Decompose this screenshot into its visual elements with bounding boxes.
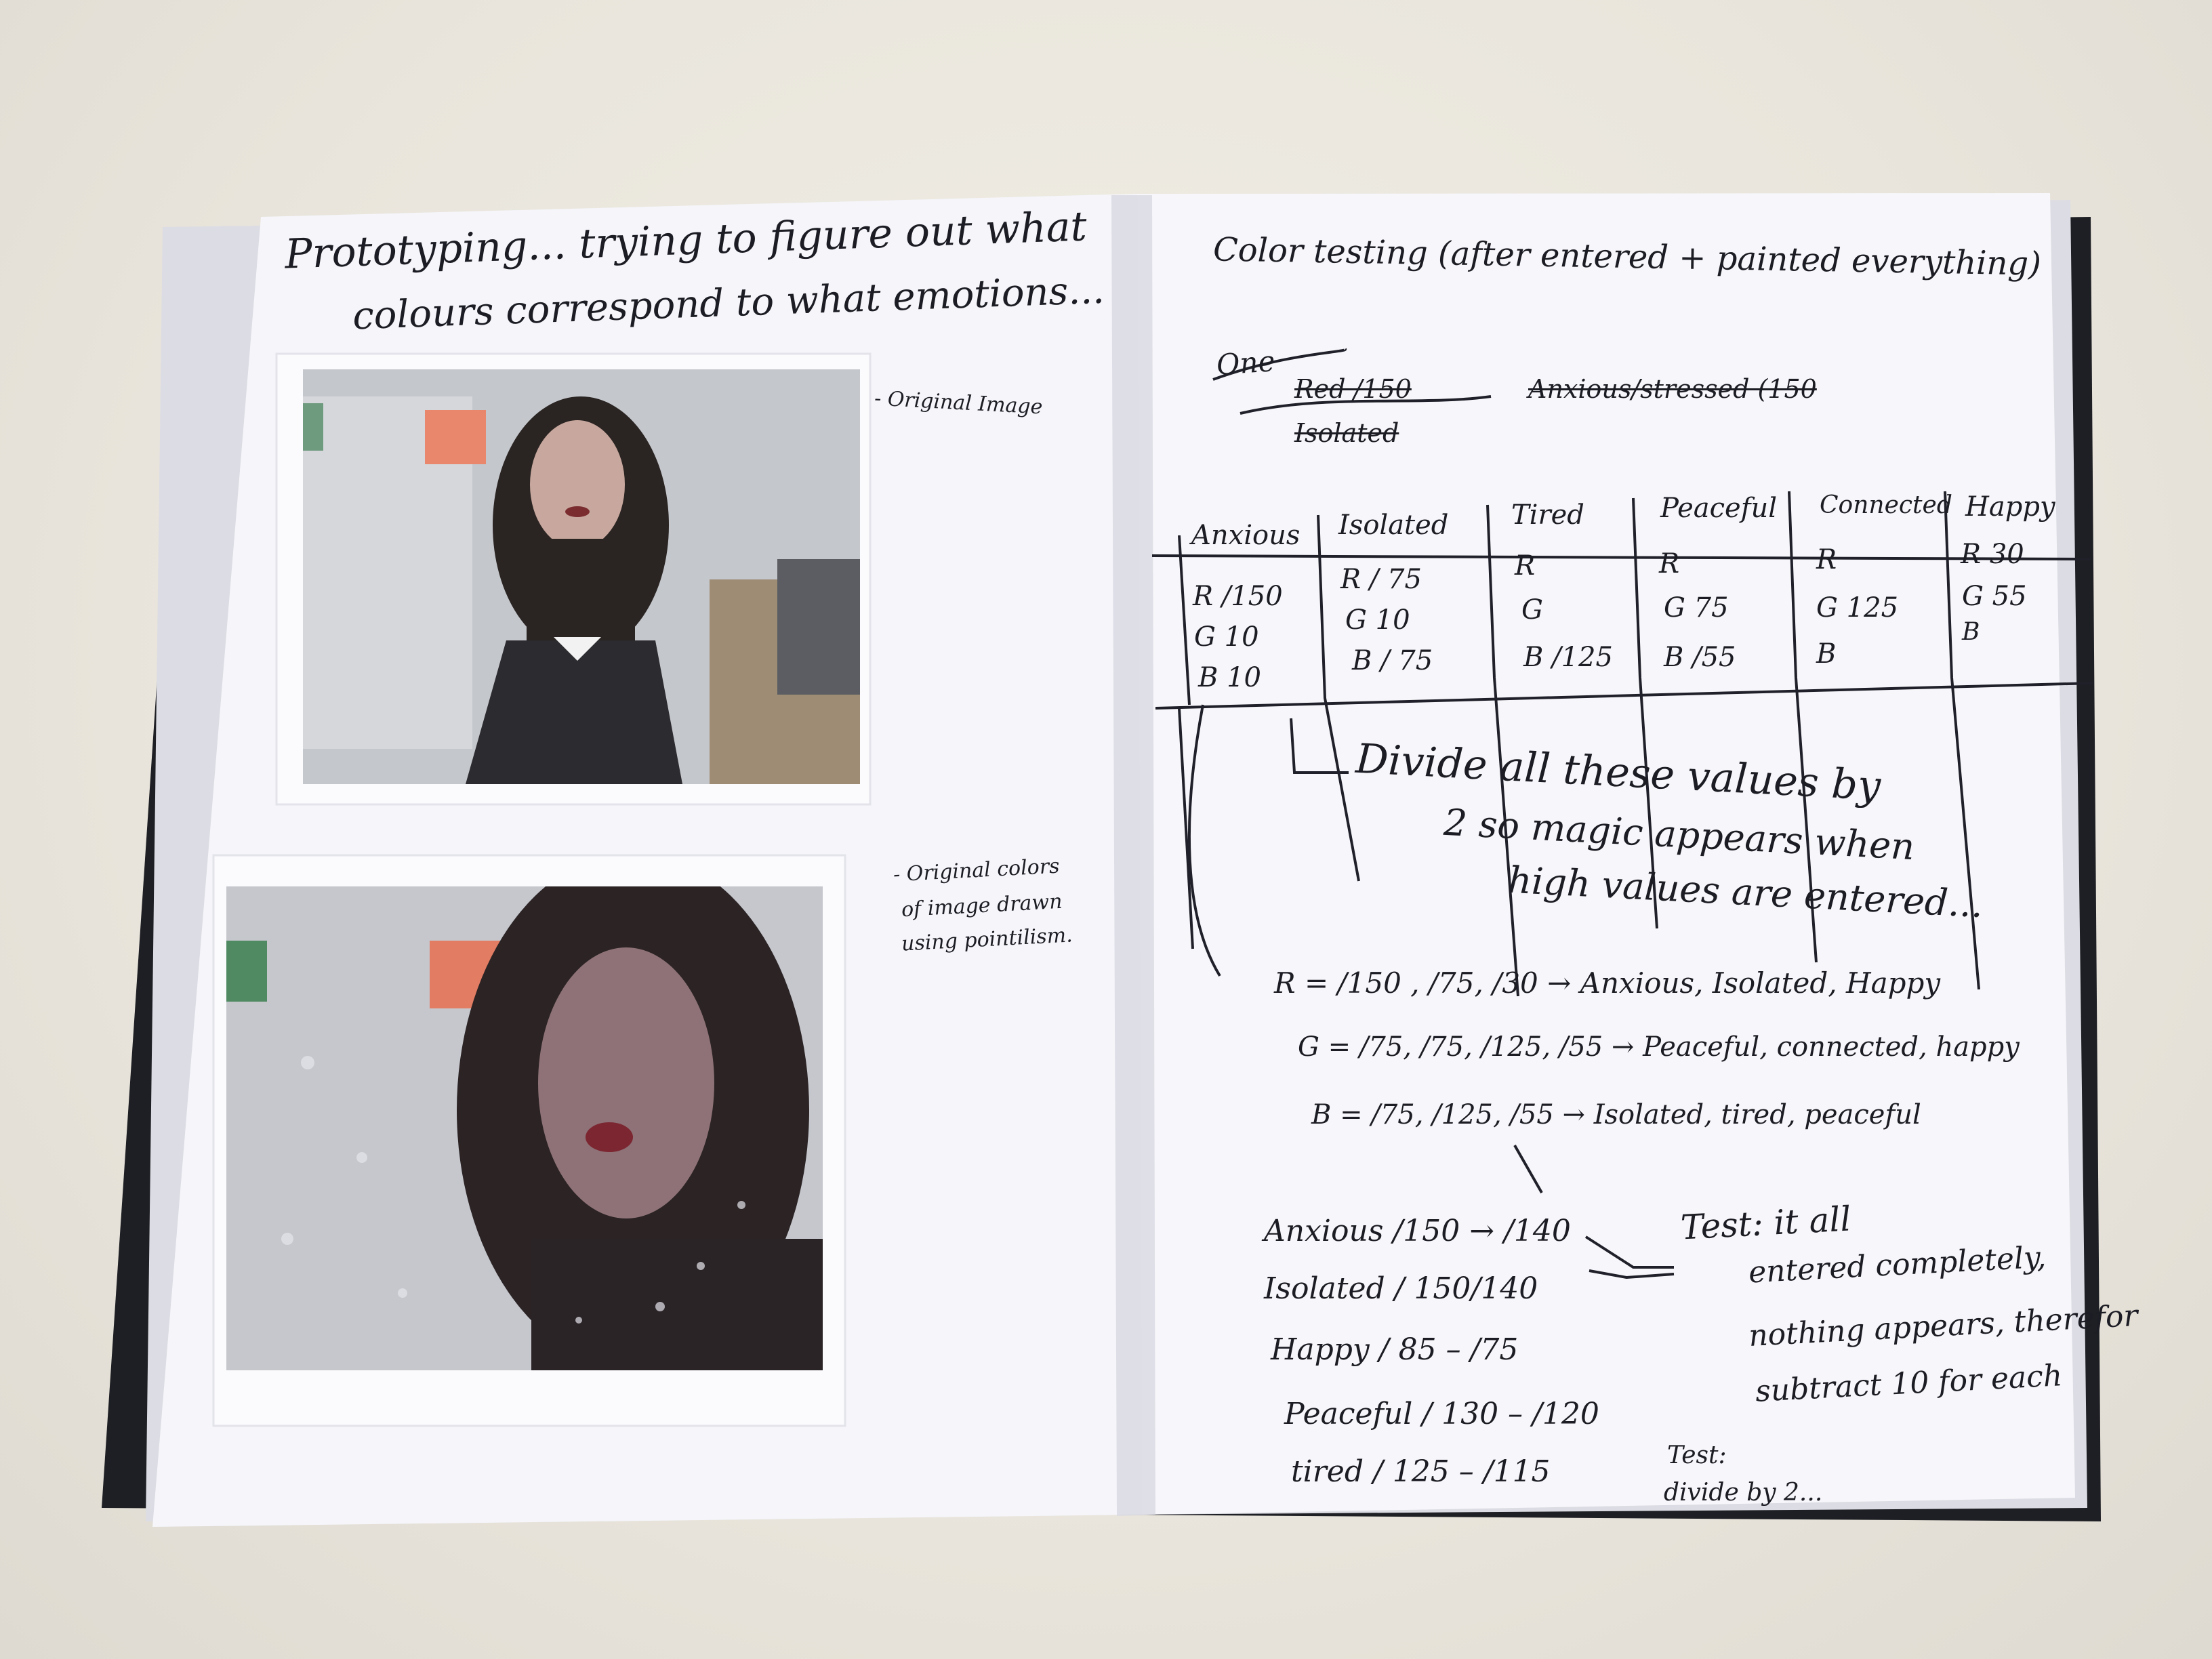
photo1-scene xyxy=(303,369,860,784)
note-struck-isolated: Isolated xyxy=(1294,418,1399,448)
table-cell: B /125 xyxy=(1523,642,1613,673)
test-note-line1: Test: it all xyxy=(1679,1199,1852,1248)
original-photo xyxy=(303,369,860,784)
table-header-peaceful: Peaceful xyxy=(1660,493,1778,524)
list-item: Peaceful / 130 – /120 xyxy=(1284,1397,1599,1431)
table-cell: B / 75 xyxy=(1352,645,1433,676)
photo2-scene xyxy=(226,886,823,1370)
table-cell: B /55 xyxy=(1664,642,1736,673)
table-cell: G 55 xyxy=(1962,581,2027,612)
table-cell: B xyxy=(1816,638,1837,670)
table-cell: R 30 xyxy=(1961,539,2024,570)
right-page xyxy=(1137,193,2075,1515)
pointillism-photo xyxy=(226,886,823,1370)
table-header-happy: Happy xyxy=(1965,491,2055,523)
table-header-connected: Connected xyxy=(1820,491,1952,519)
table-header-tired: Tired xyxy=(1511,499,1584,531)
table-cell: G 10 xyxy=(1345,605,1410,636)
spine-shadow xyxy=(1111,195,1155,1516)
test2-line1: Test: xyxy=(1667,1441,1727,1469)
table-cell: G 125 xyxy=(1816,592,1899,623)
table-cell: G 10 xyxy=(1194,621,1259,653)
list-item: Happy / 85 – /75 xyxy=(1271,1332,1519,1367)
r-summary-line: R = /150 , /75, /30 → Anxious, Isolated,… xyxy=(1274,966,1941,1000)
list-item: Anxious /150 → /140 xyxy=(1264,1214,1571,1248)
table-cell: R xyxy=(1515,550,1536,581)
emotion-table-lines xyxy=(1151,348,2093,1279)
table-header-isolated: Isolated xyxy=(1338,510,1449,541)
b-summary-line: B = /75, /125, /55 → Isolated, tired, pe… xyxy=(1311,1099,1921,1130)
note-anxious: Anxious/stressed (150 xyxy=(1528,374,1817,404)
table-cell: B 10 xyxy=(1198,662,1262,693)
table-cell: R /150 xyxy=(1193,581,1283,612)
test2-line2: divide by 2... xyxy=(1664,1479,1823,1507)
list-item: tired / 125 – /115 xyxy=(1291,1454,1551,1489)
note-struck-red: Red /150 xyxy=(1294,374,1412,404)
list-item: Isolated / 150/140 xyxy=(1264,1271,1538,1306)
note-one: One xyxy=(1215,344,1276,382)
table-cell: R xyxy=(1816,544,1837,575)
g-summary-line: G = /75, /75, /125, /55 → Peaceful, conn… xyxy=(1298,1031,2020,1063)
table-cell: G xyxy=(1521,594,1543,626)
table-cell: G 75 xyxy=(1664,592,1729,623)
table-cell: R / 75 xyxy=(1340,564,1422,595)
table-cell: R xyxy=(1659,548,1680,579)
table-header-anxious: Anxious xyxy=(1191,520,1300,551)
table-cell: B xyxy=(1962,618,1980,646)
